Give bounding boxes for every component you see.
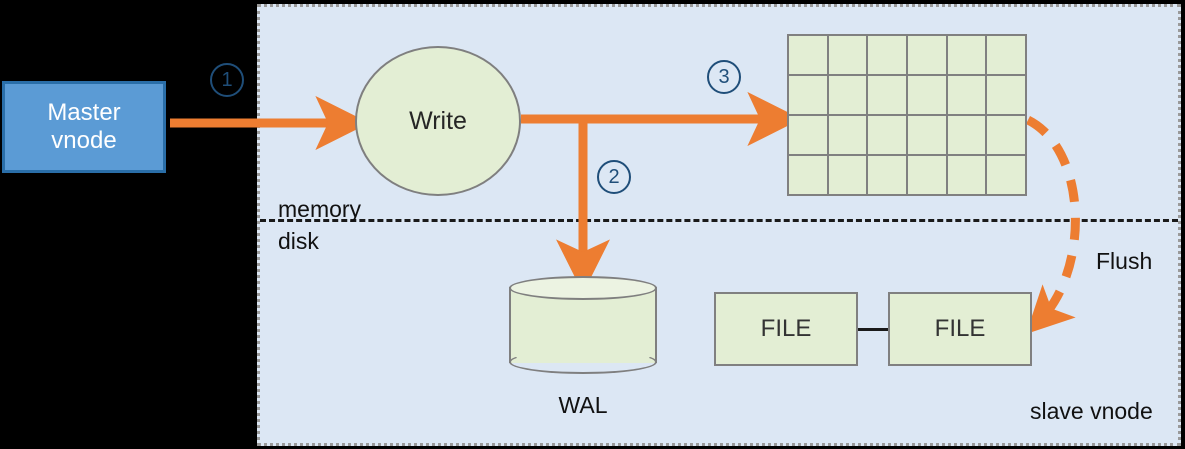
- memtable-cell: [987, 76, 1025, 114]
- memtable-cell: [908, 156, 946, 194]
- memtable-cell: [868, 116, 906, 154]
- memtable-cell: [868, 76, 906, 114]
- step-number-3: 3: [707, 60, 741, 94]
- memtable-cell: [947, 116, 986, 154]
- disk-label: disk: [278, 228, 319, 254]
- memtable-grid: [787, 34, 1027, 196]
- memtable-cell: [789, 36, 827, 74]
- wal-label: WAL: [558, 392, 608, 418]
- step-number-2: 2: [597, 160, 631, 194]
- slave-vnode-label: slave vnode: [1030, 398, 1153, 424]
- wal-cylinder[interactable]: [509, 276, 657, 374]
- memtable-cell: [828, 116, 867, 154]
- memory-label: memory: [278, 196, 362, 222]
- file-box-2[interactable]: FILE: [888, 292, 1032, 366]
- memtable-cell: [908, 76, 946, 114]
- write-node[interactable]: Write: [355, 46, 521, 196]
- memtable-cell: [947, 156, 986, 194]
- memtable-cell: [868, 36, 906, 74]
- memtable-cell: [868, 156, 906, 194]
- memtable-cell: [828, 76, 867, 114]
- memory-disk-divider: [260, 219, 1178, 222]
- master-vnode-label-line2: vnode: [51, 127, 117, 154]
- file-connector-line: [858, 328, 888, 331]
- memtable-cell: [908, 36, 946, 74]
- wal-cylinder-bottom: [509, 350, 657, 374]
- flush-label: Flush: [1096, 248, 1153, 274]
- master-vnode-box[interactable]: Master vnode: [2, 81, 166, 173]
- step-number-1: 1: [210, 63, 244, 97]
- memtable-cell: [789, 76, 827, 114]
- wal-cylinder-top: [509, 276, 657, 300]
- file-box-1[interactable]: FILE: [714, 292, 858, 366]
- memtable-cell: [828, 36, 867, 74]
- master-vnode-label-line1: Master: [47, 98, 121, 126]
- memtable-cell: [908, 116, 946, 154]
- memtable-cell: [789, 116, 827, 154]
- memtable-cell: [987, 36, 1025, 74]
- memtable-cell: [789, 156, 827, 194]
- memtable-cell: [987, 116, 1025, 154]
- memtable-cell: [828, 156, 867, 194]
- write-node-label: Write: [409, 106, 467, 135]
- memtable-cell: [987, 156, 1025, 194]
- memtable-cell: [947, 76, 986, 114]
- memtable-cell: [947, 36, 986, 74]
